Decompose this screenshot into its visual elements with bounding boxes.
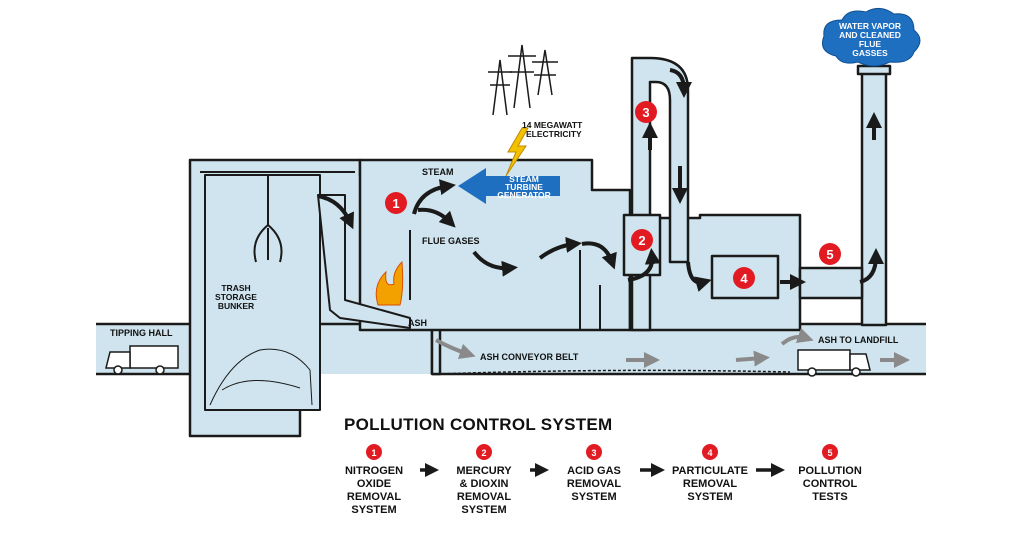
legend-number-4: 4: [707, 448, 712, 458]
ash-truck-icon: [797, 349, 871, 377]
legend-marker-3: [586, 444, 602, 460]
chimney-top: [856, 64, 892, 76]
legend-number-2: 2: [481, 448, 486, 458]
legend-marker-1: [366, 444, 382, 460]
legend-text-line: TESTS: [812, 491, 847, 503]
legend-title: POLLUTION CONTROL SYSTEM: [344, 415, 613, 434]
legend-text-line: POLLUTION: [798, 465, 862, 477]
label-trash-storage-1: TRASH: [221, 283, 250, 293]
ash-arrows: [435, 327, 910, 368]
legend-text-line: REMOVAL: [347, 491, 401, 503]
svg-text:5: 5: [826, 247, 833, 262]
conveyor-belt: [437, 369, 791, 375]
chimney: [860, 68, 888, 327]
marker-5: 5: [819, 243, 841, 265]
label-electricity-2: ELECTRICITY: [526, 129, 582, 139]
power-tower-icon: [488, 44, 558, 116]
garbage-truck-icon: [105, 345, 179, 375]
svg-text:3: 3: [642, 105, 649, 120]
legend-marker-5: [822, 444, 838, 460]
legend-text-line: PARTICULATE: [672, 465, 748, 477]
label-cloud-2: AND CLEANED: [839, 30, 901, 40]
legend-text-line: & DIOXIN: [460, 478, 509, 490]
marker-4: 4: [733, 267, 755, 289]
label-electricity-1: 14 MEGAWATT: [522, 120, 583, 130]
legend-number-1: 1: [371, 448, 376, 458]
boiler-interior: [409, 230, 601, 330]
label-flue-gases: FLUE GASES: [422, 236, 480, 246]
legend-text-line: REMOVAL: [683, 478, 737, 490]
label-cloud-4: GASSES: [852, 48, 888, 58]
label-ash-landfill: ASH TO LANDFILL: [818, 335, 899, 345]
label-tipping-hall: TIPPING HALL: [110, 328, 173, 338]
label-cloud-3: FLUE: [859, 39, 882, 49]
legend-marker-4: [702, 444, 718, 460]
storage-pit: [204, 174, 321, 411]
legend-text-line: REMOVAL: [567, 478, 621, 490]
label-cloud-1: WATER VAPOR: [839, 21, 901, 31]
legend-number-3: 3: [591, 448, 596, 458]
label-turbine-3: GENERATOR: [497, 190, 551, 200]
legend-marker-2: [476, 444, 492, 460]
svg-text:2: 2: [638, 233, 645, 248]
facility-structure: [96, 56, 926, 438]
cloud-icon: [822, 8, 921, 67]
legend-text-line: OXIDE: [357, 478, 391, 490]
label-ash-conveyor: ASH CONVEYOR BELT: [480, 352, 579, 362]
process-arrows: [317, 68, 884, 292]
legend-text-line: SYSTEM: [571, 491, 616, 503]
test-station: [798, 266, 864, 300]
label-turbine-1: STEAM: [509, 174, 539, 184]
legend-text-line: NITROGEN: [345, 465, 403, 477]
svg-text:1: 1: [392, 196, 399, 211]
label-steam: STEAM: [422, 167, 454, 177]
marker-1: 1: [385, 192, 407, 214]
legend-text-line: REMOVAL: [457, 491, 511, 503]
legend-text-line: CONTROL: [803, 478, 858, 490]
label-turbine-2: TURBINE: [505, 182, 543, 192]
legend-text-line: SYSTEM: [687, 491, 732, 503]
svg-text:4: 4: [740, 271, 748, 286]
legend-number-5: 5: [827, 448, 832, 458]
lightning-icon: [505, 127, 529, 177]
marker-3: 3: [635, 101, 657, 123]
marker-2: 2: [631, 229, 653, 251]
legend-text-line: ACID GAS: [567, 465, 621, 477]
boiler-building: [358, 158, 632, 332]
trash-pile-icon: [209, 348, 313, 406]
label-ash: ASH: [408, 318, 427, 328]
corridor-outline: [96, 322, 926, 376]
label-trash-storage-3: BUNKER: [218, 301, 254, 311]
turbine-arrow: [458, 168, 560, 204]
legend-text-line: SYSTEM: [351, 504, 396, 516]
label-trash-storage-2: STORAGE: [215, 292, 257, 302]
crane-claw-icon: [253, 175, 283, 263]
legend-text-line: MERCURY: [456, 465, 512, 477]
legend-text-line: SYSTEM: [461, 504, 506, 516]
fire-icon: [375, 260, 404, 306]
